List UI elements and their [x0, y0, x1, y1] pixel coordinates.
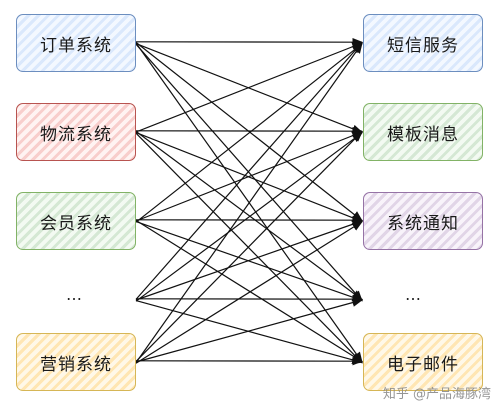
connection-arrow-10 — [135, 43, 363, 223]
watermark: 知乎 @产品海豚湾 — [382, 387, 491, 402]
node-email: 电子邮件 — [363, 333, 483, 391]
connection-arrow-21 — [135, 130, 363, 362]
connection-arrow-11 — [135, 131, 364, 222]
node-template-message: 模板消息 — [363, 103, 483, 161]
connection-arrow-8 — [135, 130, 363, 301]
connection-arrow-3 — [135, 43, 363, 302]
right-ellipsis: … — [405, 285, 421, 304]
connection-arrow-20 — [135, 42, 363, 363]
connection-arrow-14 — [135, 219, 363, 363]
connection-arrow-9 — [135, 132, 363, 364]
left-ellipsis: … — [66, 285, 82, 304]
node-member-system: 会员系统 — [16, 192, 136, 250]
connection-arrow-15 — [135, 41, 363, 300]
connection-arrow-17 — [135, 220, 364, 301]
node-order-system: 订单系统 — [16, 14, 136, 72]
node-logistics-system: 物流系统 — [16, 103, 136, 161]
connection-arrow-23 — [135, 298, 364, 363]
node-sms-service: 短信服务 — [363, 14, 483, 72]
connection-arrow-16 — [135, 132, 363, 302]
node-system-notice: 系统通知 — [363, 192, 483, 250]
node-marketing-system: 营销系统 — [16, 333, 136, 391]
connection-arrow-5 — [135, 42, 364, 133]
connection-arrow-22 — [135, 221, 363, 364]
